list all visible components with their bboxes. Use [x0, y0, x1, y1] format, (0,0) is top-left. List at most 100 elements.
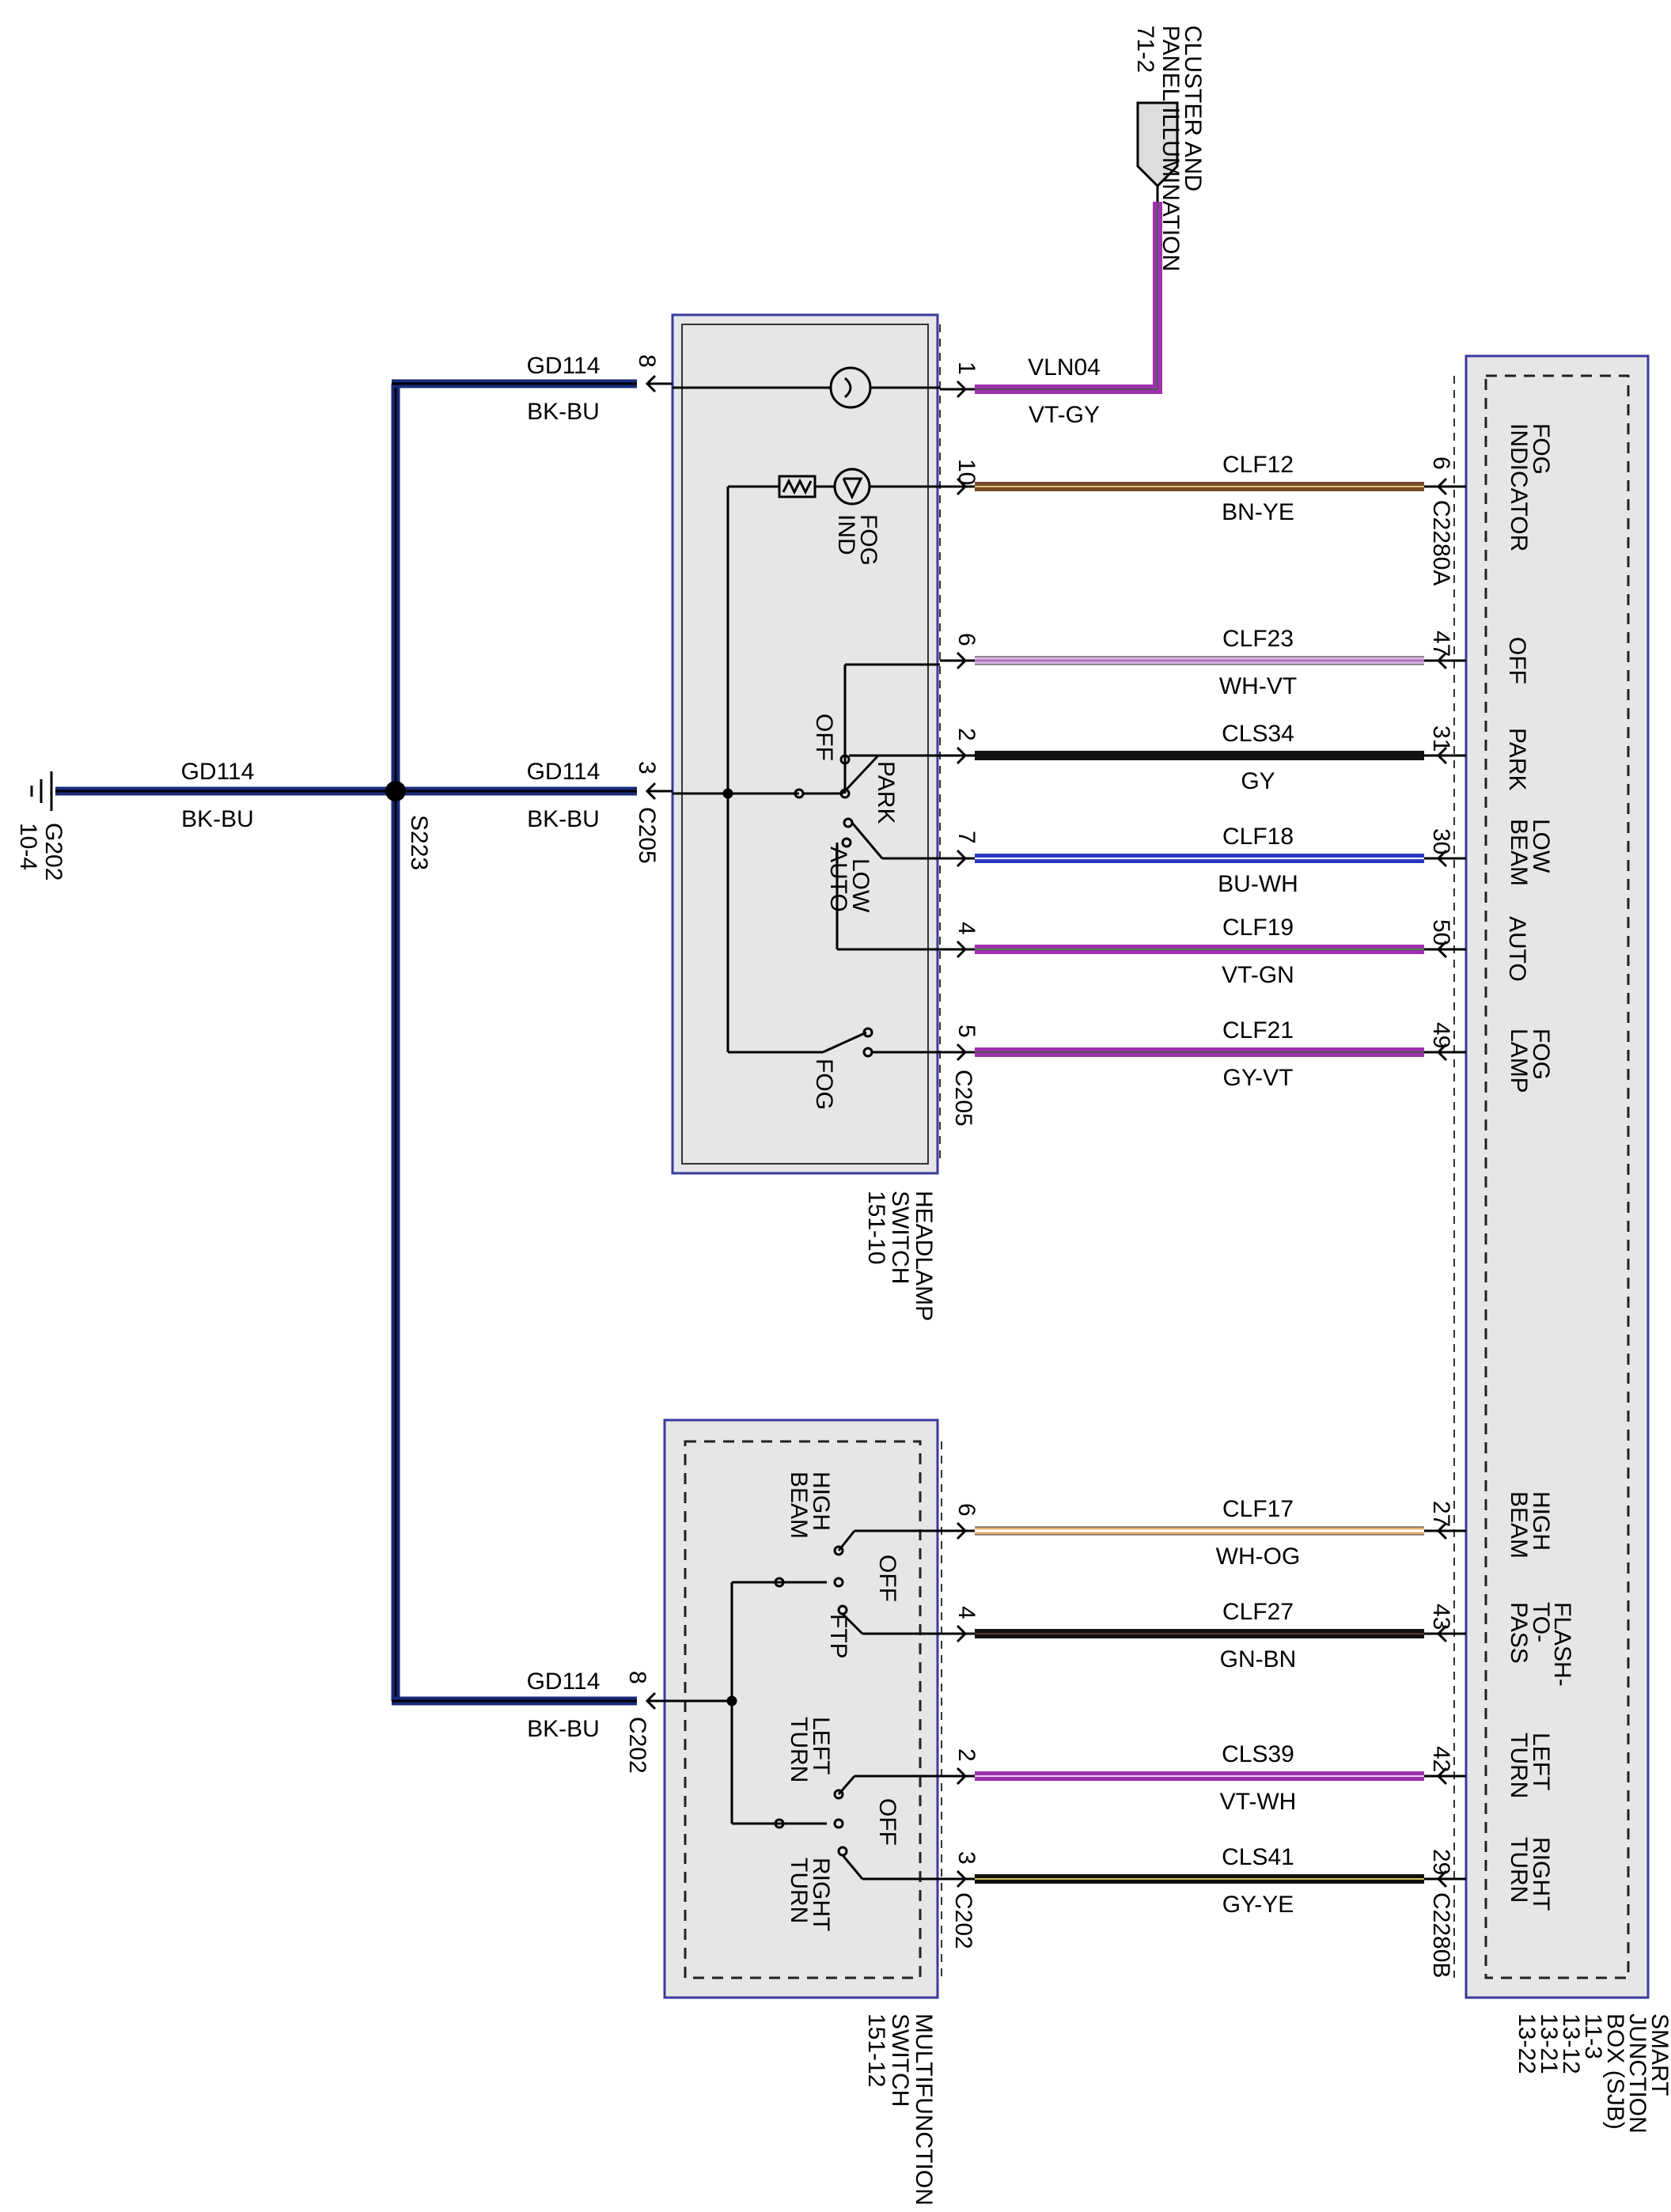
- wire-pin-right: 30: [1428, 828, 1454, 854]
- sjb-park: PARK: [1504, 728, 1530, 790]
- hs-low: LOW: [847, 858, 873, 913]
- mfs-left-line1: LEFT: [808, 1717, 834, 1775]
- wire-pin-right: 27: [1428, 1501, 1454, 1527]
- pin-hs-3: 3: [634, 761, 660, 775]
- connector-chevrons-left: [645, 374, 732, 1710]
- mfs-connector-right: C202: [950, 1892, 976, 1949]
- sjb-line3: BOX (SJB): [1602, 2013, 1628, 2130]
- wire-circuit-label: CLF23: [1222, 626, 1294, 652]
- sjb-conn-b: C2280B: [1428, 1892, 1454, 1978]
- sjb-right-2: TURN: [1506, 1837, 1532, 1903]
- wire-pin-right: 43: [1428, 1604, 1454, 1630]
- hs-off: OFF: [811, 714, 837, 761]
- sjb-high-2: BEAM: [1506, 1491, 1532, 1559]
- hs-connector-right: C205: [950, 1070, 976, 1127]
- ground-labels: GD114 BK-BU GD114 BK-BU GD114 BK-BU GD11…: [181, 353, 601, 1742]
- mfs-high-line2: BEAM: [786, 1472, 812, 1539]
- sjb-ref2: 13-12: [1558, 2013, 1584, 2074]
- mfs-left-line2: TURN: [786, 1717, 812, 1782]
- gd114-mfs-circuit: GD114: [527, 1668, 601, 1695]
- mfs-ftp: FTP: [825, 1614, 851, 1659]
- mfs-name-line1: MULTIFUNCTION: [911, 2013, 937, 2206]
- gd114-mid-circuit: GD114: [527, 759, 601, 785]
- mfs-name-ref: 151-12: [863, 2013, 889, 2087]
- gd114-top-circuit: GD114: [527, 353, 601, 379]
- wire-circuit-label: CLF17: [1222, 1496, 1294, 1522]
- wire-pin-right: 50: [1428, 919, 1454, 945]
- hs-name-line2: SWITCH: [887, 1191, 913, 1284]
- headlamp-switch-box: [671, 313, 941, 1175]
- sjb-line2: JUNCTION: [1624, 2013, 1650, 2134]
- sjb-left-1: LEFT: [1528, 1733, 1554, 1790]
- wire-pin-right: 31: [1428, 725, 1454, 752]
- sjb-auto: AUTO: [1504, 916, 1530, 982]
- sjb-right-1: RIGHT: [1528, 1837, 1554, 1911]
- wire-pin-left: 4: [953, 922, 979, 935]
- sjb-low-1: LOW: [1528, 819, 1554, 873]
- sjb-fog-indicator-2: INDICATOR: [1506, 423, 1532, 551]
- mfs-name-line2: SWITCH: [887, 2013, 913, 2107]
- sjb-off: OFF: [1504, 637, 1530, 684]
- wire-pin-right: 47: [1428, 631, 1454, 657]
- splice-id: S223: [406, 815, 432, 870]
- sjb-ftp-2: TO-: [1528, 1602, 1554, 1642]
- wire-color-label: GY-YE: [1222, 1892, 1294, 1918]
- mfs-right-line1: RIGHT: [808, 1858, 834, 1931]
- wire-circuit-label: CLS39: [1222, 1741, 1294, 1767]
- cluster-connector: [975, 101, 1179, 394]
- hs-name-ref: 151-10: [863, 1191, 889, 1264]
- multifunction-switch-box: [663, 1418, 942, 1999]
- sjb-ref4: 13-22: [1514, 2013, 1540, 2074]
- wire-color-label: VT-GN: [1222, 962, 1294, 988]
- fog-ind-line1: FOG: [855, 514, 881, 566]
- hs-connector-left: C205: [634, 807, 660, 864]
- wire-pin-left: 5: [953, 1025, 979, 1038]
- hs-name-line1: HEADLAMP: [911, 1191, 937, 1321]
- cluster-line2: PANEL ILLUMINATION: [1158, 25, 1184, 271]
- mfs-right-line2: TURN: [786, 1858, 812, 1923]
- hs-auto: AUTO: [825, 847, 851, 912]
- wire-pin-left: 2: [953, 728, 979, 741]
- wire-circuit-label: CLF12: [1222, 452, 1294, 478]
- sjb-conn-a: C2280A: [1428, 500, 1454, 585]
- ground-id: G202: [40, 823, 66, 881]
- wire-pin-right: 6: [1428, 456, 1454, 470]
- wire-pin-left: 4: [953, 1606, 979, 1619]
- wire-color-label: BN-YE: [1222, 499, 1294, 525]
- splice-dot: [385, 781, 406, 801]
- sjb-line1: SMART: [1646, 2013, 1671, 2096]
- mfs-connector-left: C202: [624, 1717, 650, 1774]
- wire-pin-left: 2: [953, 1748, 979, 1762]
- wire-color-label: GN-BN: [1220, 1646, 1297, 1672]
- wire-circuit-label: CLF27: [1222, 1599, 1294, 1625]
- sjb-foglamp-2: LAMP: [1506, 1028, 1532, 1093]
- headlamp-switch-internals: [673, 366, 940, 1058]
- ground-icon: [30, 771, 53, 811]
- fog-ind-line2: IND: [833, 514, 859, 555]
- wire-circuit-label: VLN04: [1028, 354, 1101, 381]
- ground-ref: 10-4: [15, 823, 41, 870]
- sjb-ref1: 11-3: [1580, 2013, 1606, 2059]
- sjb-ftp-3: PASS: [1506, 1602, 1532, 1664]
- mfs-off1: OFF: [874, 1555, 900, 1602]
- wire-pin-right: 42: [1428, 1746, 1454, 1772]
- smart-junction-box: [1453, 354, 1650, 1999]
- wire-color-label: VT-GY: [1029, 402, 1100, 428]
- gd114-top-color: BK-BU: [527, 399, 600, 425]
- sjb-fog-indicator-1: FOG: [1528, 423, 1554, 475]
- rotated-labels: G202 10-4 S223 8 3 C205 8 C202 CLUSTER A…: [15, 25, 1671, 2206]
- wire-pin-left: 7: [953, 831, 979, 844]
- pin-mfs-8: 8: [624, 1671, 650, 1684]
- ground-wiring: [30, 379, 637, 1706]
- wire-color-label: BU-WH: [1218, 871, 1298, 897]
- wire-pin-left: 1: [953, 362, 979, 375]
